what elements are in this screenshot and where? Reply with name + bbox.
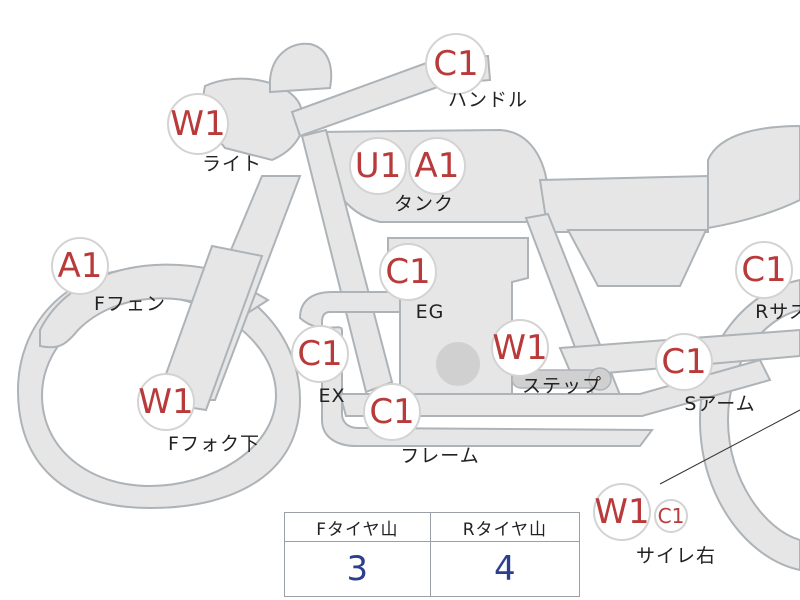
rear-tire-header: Rタイヤ山 (429, 512, 581, 542)
rear-tire (698, 278, 800, 572)
grade-engine-text: C1 (385, 252, 430, 292)
grade-handle: C1 (425, 33, 487, 95)
grade-silencer-right-2: C1 (654, 499, 688, 533)
grade-s-arm-text: C1 (661, 342, 706, 382)
side-cover (566, 229, 708, 287)
label-frame: フレーム (400, 445, 479, 467)
grade-s-arm: C1 (655, 333, 713, 391)
label-engine: EG (416, 301, 445, 323)
grade-light-text: W1 (170, 104, 225, 144)
frame-bottom (338, 358, 772, 417)
grade-exhaust-text: C1 (297, 334, 342, 374)
front-tire-value: 3 (284, 541, 431, 597)
grade-tank-2-text: A1 (415, 146, 460, 186)
label-f-fork-lower: Fフォク下 (168, 433, 260, 455)
label-silencer-right: サイレ右 (636, 545, 716, 567)
grade-silencer-right-1: W1 (593, 483, 651, 541)
grade-step: W1 (491, 319, 549, 377)
rear-tire-value: 4 (429, 541, 581, 597)
step-knob (588, 367, 612, 391)
motorcycle-illustration (16, 42, 800, 572)
grade-exhaust: C1 (291, 325, 349, 383)
rear-cowl (707, 124, 800, 230)
grade-r-suspension-text: C1 (741, 250, 786, 290)
grade-handle-text: C1 (433, 44, 478, 84)
grade-tank-1-text: U1 (355, 146, 402, 186)
label-r-suspension: Rサス (755, 301, 800, 323)
grade-silencer-right-2-text: C1 (658, 504, 685, 528)
silencer-leader-line (659, 409, 800, 485)
grade-f-fender-text: A1 (58, 246, 103, 286)
label-tank: タンク (394, 193, 454, 215)
engine-cover (436, 342, 480, 386)
grade-light: W1 (167, 93, 229, 155)
grade-tank-1: U1 (349, 137, 407, 195)
grade-step-text: W1 (492, 328, 547, 368)
grade-f-fender: A1 (51, 237, 109, 295)
label-handle: ハンドル (448, 89, 528, 111)
label-light: ライト (202, 153, 262, 175)
grade-engine: C1 (379, 243, 437, 301)
exhaust-pipe (298, 291, 654, 447)
grade-r-suspension: C1 (735, 241, 793, 299)
grade-frame: C1 (363, 383, 421, 441)
front-tire-header: Fタイヤ山 (284, 512, 431, 542)
grade-frame-text: C1 (369, 392, 414, 432)
label-exhaust: EX (318, 385, 345, 407)
front-tire (16, 266, 302, 510)
meter (269, 42, 333, 94)
label-f-fender: Fフェン (94, 293, 166, 315)
front-fork-lower (154, 244, 264, 412)
grade-f-fork-lower: W1 (137, 373, 195, 431)
seat (538, 174, 709, 233)
grade-f-fork-lower-text: W1 (138, 382, 193, 422)
tire-tread-table: Fタイヤ山 Rタイヤ山 3 4 (284, 512, 581, 597)
label-s-arm: Sアーム (684, 393, 755, 415)
label-step: ステップ (522, 375, 602, 397)
grade-silencer-right-1-text: W1 (594, 492, 649, 532)
grade-tank-2: A1 (408, 137, 466, 195)
